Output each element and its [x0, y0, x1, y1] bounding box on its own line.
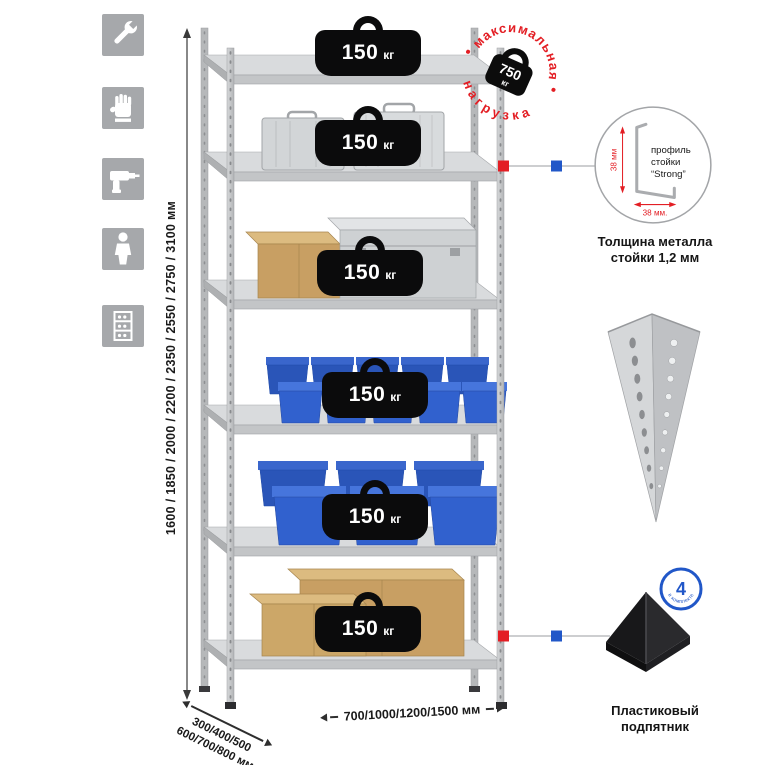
- drill-icon: [110, 171, 140, 193]
- foot-count-number: 4: [676, 579, 686, 599]
- stamp-weight-unit: кг: [500, 78, 511, 90]
- rack-icon: [113, 311, 133, 341]
- angle-post-image: [607, 313, 701, 523]
- feature-tile-person: [102, 228, 144, 270]
- profile-callout: 38 мм 38 мм. профиль стойки “Strong”: [594, 106, 712, 224]
- profile-cross-section: [635, 122, 676, 199]
- feature-tile-tools: [102, 14, 144, 56]
- foot-caption: Пластиковый подпятник: [611, 703, 699, 735]
- red-marker-bottom: [498, 630, 509, 642]
- foot-count-badge: 4 в комплекте: [659, 567, 703, 611]
- feature-tile-gloves: [102, 87, 144, 129]
- blue-marker-top: [551, 160, 562, 172]
- profile-dim-horizontal: 38 мм.: [643, 209, 668, 218]
- arrow-right-icon: [496, 704, 505, 713]
- profile-dim-vertical: 38 мм: [609, 148, 618, 171]
- profile-label-1: профиль: [651, 145, 691, 156]
- profile-label-2: стойки: [651, 157, 680, 168]
- wrench-icon: [114, 19, 139, 44]
- profile-caption: Толщина металла стойки 1,2 мм: [597, 234, 713, 266]
- plastic-foot-image: [606, 592, 690, 672]
- red-marker-top: [498, 160, 509, 172]
- profile-label-3: “Strong”: [651, 169, 686, 180]
- max-load-stamp: максимальная нагрузка 750 кг: [452, 6, 574, 130]
- glove-icon: [110, 94, 132, 122]
- height-dimension-arrow: [183, 28, 191, 700]
- person-icon: [114, 232, 132, 265]
- arrow-left-icon: [180, 698, 191, 709]
- feature-tile-rack: [102, 305, 144, 347]
- arrow-left-icon: [319, 713, 328, 722]
- blue-marker-bottom: [551, 630, 562, 642]
- feature-tile-drill: [102, 158, 144, 200]
- callout-markers: [498, 160, 610, 642]
- height-dimension-label: 1600 / 1850 / 2000 / 2200 / 2350 / 2550 …: [164, 200, 178, 536]
- rack-front-posts: [225, 47, 507, 709]
